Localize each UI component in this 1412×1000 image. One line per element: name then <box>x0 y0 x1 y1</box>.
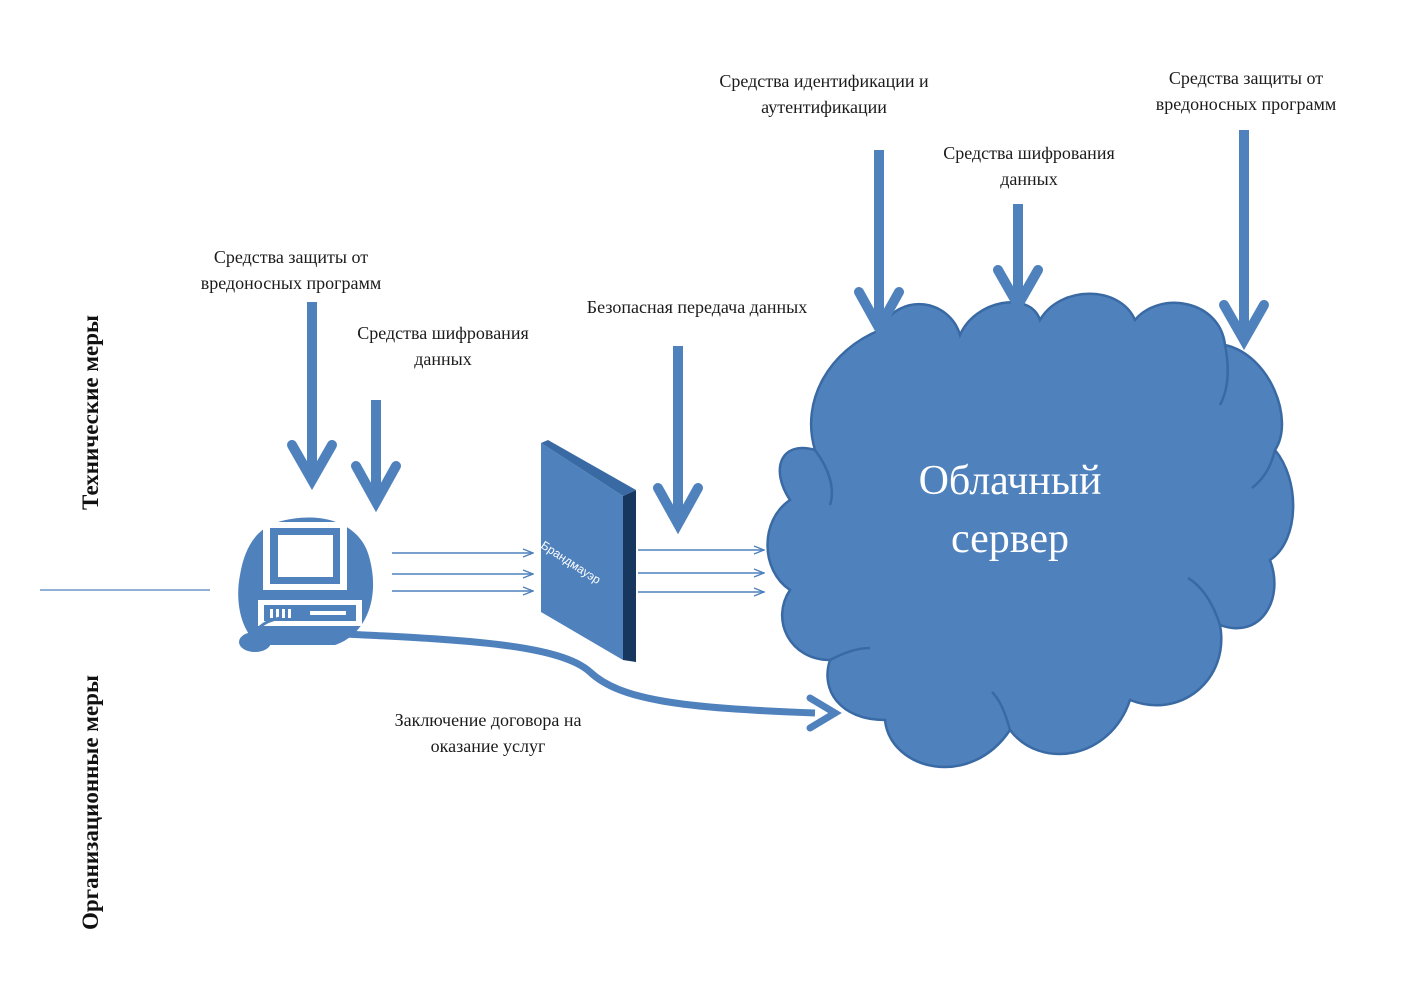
label-line: Средства шифрования <box>357 323 529 343</box>
data-flow-to-firewall <box>392 553 533 591</box>
arrow-client-antimalware <box>287 302 337 491</box>
organizational-measures-label: Организационные меры <box>78 675 103 930</box>
firewall-icon <box>541 440 636 662</box>
arrow-server-encryption <box>993 204 1043 316</box>
label-line: Заключение договора на <box>394 710 582 730</box>
label-line: оказание услуг <box>430 736 546 756</box>
arrow-identification <box>854 150 904 339</box>
label-line: вредоносных программ <box>200 273 382 293</box>
label-line: данных <box>1000 169 1058 189</box>
label-line: Средства шифрования <box>943 143 1115 163</box>
identification-label: Средства идентификации и аутентификации <box>690 68 958 120</box>
cloud-label-line-2: сервер <box>950 516 1070 562</box>
arrow-server-antimalware <box>1219 130 1269 351</box>
contract-label: Заключение договора на оказание услуг <box>368 707 608 759</box>
label-line: Средства защиты от <box>213 247 369 267</box>
computer-icon <box>238 517 374 652</box>
technical-measures-label: Технические меры <box>78 315 103 510</box>
contract-arrow <box>344 630 842 732</box>
cloud-label-line-1: Облачный <box>918 458 1102 504</box>
client-encryption-label: Средства шифрования данных <box>333 320 553 372</box>
secure-transfer-label: Безопасная передача данных <box>586 297 808 317</box>
data-flow-to-cloud <box>638 550 764 592</box>
cloud-icon <box>766 292 1295 769</box>
label-line: аутентификации <box>761 97 887 117</box>
arrow-client-encryption <box>351 400 401 513</box>
client-antimalware-label: Средства защиты от вредоносных программ <box>166 244 416 296</box>
arrow-secure-transfer <box>653 346 703 535</box>
cloud-server-label: Облачный сервер <box>880 452 1140 568</box>
label-line: вредоносных программ <box>1155 94 1337 114</box>
label-line: Средства защиты от <box>1168 68 1324 88</box>
server-encryption-label: Средства шифрования данных <box>919 140 1139 192</box>
server-antimalware-label: Средства защиты от вредоносных программ <box>1121 65 1371 117</box>
label-line: Средства идентификации и <box>719 71 929 91</box>
label-line: данных <box>414 349 472 369</box>
